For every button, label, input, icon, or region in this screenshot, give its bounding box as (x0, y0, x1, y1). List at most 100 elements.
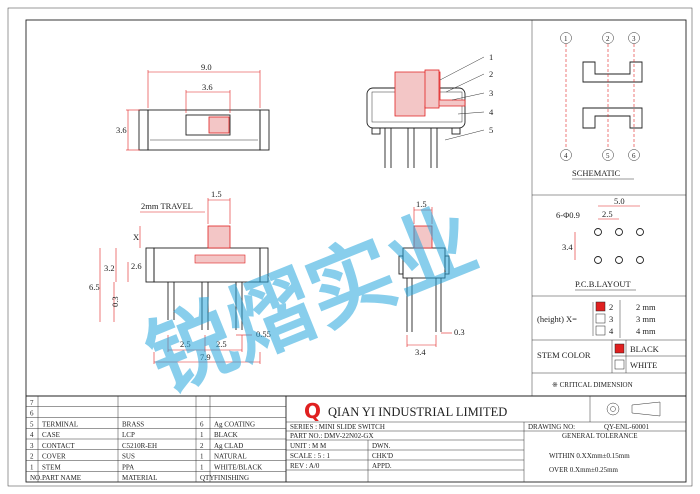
schematic-pin-6: 6 (632, 152, 636, 160)
balloon-2: 2 (489, 69, 493, 79)
bom-cell-mat: MATERIAL (122, 474, 157, 482)
height-3mm-checkbox[interactable] (595, 313, 606, 324)
stem-color: STEM COLOR BLACK WHITE (537, 340, 686, 373)
dim-0.55: 0.55 (256, 329, 271, 339)
dim-3.2: 3.2 (104, 263, 115, 273)
bom-cell-no: 3 (30, 442, 34, 450)
dim-0.3-end: 0.3 (454, 327, 465, 337)
bom-cell-qty: 6 (200, 420, 204, 428)
stem-black-label: BLACK (630, 344, 660, 354)
bom-cell-no: NO. (30, 474, 42, 482)
side-view: 1 2 3 4 5 (366, 52, 494, 168)
schematic-pin-5: 5 (606, 152, 610, 160)
bom-cell-mat: C5210R-EH (122, 442, 157, 450)
pcb-holes: 6-Φ0.9 (556, 210, 580, 220)
dim-3.6-height: 3.6 (116, 125, 127, 135)
schematic-title: SCHEMATIC (572, 168, 621, 178)
bom-cell-qty: QTY (200, 474, 214, 482)
outer-frame (7, 7, 693, 487)
bom-cell-fin: WHITE/BLACK (214, 463, 262, 471)
height-options: (height) X= 2 3 4 2 mm 3 mm 4 mm (537, 300, 656, 338)
bom-cell-no: 6 (30, 410, 34, 418)
travel-label: 2mm TRAVEL (141, 201, 193, 211)
balloon-5: 5 (489, 125, 493, 135)
dim-6.5: 6.5 (89, 282, 100, 292)
bom-cell-name: CASE (42, 431, 60, 439)
balloon-4: 4 (489, 107, 494, 117)
stem-white-label: WHITE (630, 360, 657, 370)
dim-3.6-width: 3.6 (202, 82, 213, 92)
tolerance-title: GENERAL TOLERANCE (562, 432, 638, 440)
dim-9.0: 9.0 (201, 62, 212, 72)
dim-3.4: 3.4 (415, 347, 426, 357)
schematic-pin-1: 1 (564, 35, 568, 43)
dim-2.5-left: 2.5 (180, 339, 191, 349)
series: SERIES : MINI SLIDE SWITCH (290, 423, 385, 431)
bom-cell-qty: 1 (200, 463, 204, 471)
bom-cell-fin: NATURAL (214, 453, 247, 461)
stem-color-label: STEM COLOR (537, 350, 591, 360)
bom-cell-no: 7 (30, 399, 34, 407)
part-no: PART NO.: DMV-22N02-GX (290, 432, 374, 440)
dwn: DWN. (372, 442, 391, 450)
stem-black-checkbox[interactable] (614, 343, 625, 354)
bom-cell-qty: 2 (200, 442, 204, 450)
schematic-pin-4: 4 (564, 152, 568, 160)
height-idx-3: 3 (609, 314, 613, 324)
dim-1.5-end: 1.5 (416, 199, 427, 209)
inner-frame (25, 19, 687, 483)
bom-cell-no: 4 (30, 431, 34, 439)
company-logo: Q (304, 399, 321, 423)
top-view: 9.0 3.6 3.6 (116, 62, 270, 151)
balloon-1: 1 (489, 52, 493, 62)
stem-white-checkbox[interactable] (614, 359, 625, 370)
bom-cell-no: 1 (30, 463, 34, 471)
scale: SCALE : 5 : 1 (290, 452, 331, 460)
bom-cell-mat: BRASS (122, 420, 144, 428)
pcb-layout: 5.0 2.5 6-Φ0.9 3.4 P.C.B.LAYOUT (556, 196, 644, 291)
bom-cell-mat: PPA (122, 463, 134, 471)
height-val-3: 3 mm (636, 314, 656, 324)
chkd: CHK'D (372, 452, 393, 460)
pcb-title: P.C.B.LAYOUT (575, 279, 631, 289)
bom-cell-mat: LCP (122, 431, 135, 439)
end-view: 1.5 3.4 0.3 (398, 199, 465, 357)
bom-cell-no: 2 (30, 453, 34, 461)
company-name: QIAN YI INDUSTRIAL LIMITED (328, 405, 507, 419)
rev: REV : A/0 (290, 462, 320, 470)
schematic-pin-2: 2 (606, 35, 610, 43)
balloon-3: 3 (489, 88, 493, 98)
drawing-no-label: DRAWING NO: (528, 423, 575, 431)
tolerance-2: OVER 0.Xmm±0.25mm (549, 466, 619, 474)
critical-note: ※ CRITICAL DIMENSION (552, 381, 633, 389)
height-4mm-checkbox[interactable] (595, 325, 606, 336)
dim-7.9: 7.9 (200, 352, 211, 362)
bom-cell-name: PART NAME (42, 474, 81, 482)
bom-cell-fin: Ag COATING (214, 420, 255, 428)
bom-cell-qty: 1 (200, 431, 204, 439)
dim-2.5-right: 2.5 (216, 339, 227, 349)
pcb-dim-3.4: 3.4 (562, 242, 573, 252)
drawing-no: QY-ENL-60001 (604, 423, 650, 431)
schematic-pin-3: 3 (632, 35, 636, 43)
pcb-dim-2.5: 2.5 (602, 209, 613, 219)
height-val-4: 4 mm (636, 326, 656, 336)
bom-cell-fin: FINISHING (214, 474, 249, 482)
appd: APPD. (372, 462, 392, 470)
height-2mm-checkbox[interactable] (595, 301, 606, 312)
dim-x: X (133, 232, 139, 242)
bom-cell-mat: SUS (122, 453, 135, 461)
bom-cell-name: CONTACT (42, 442, 75, 450)
height-val-2: 2 mm (636, 302, 656, 312)
bom-cell-fin: Ag CLAD (214, 442, 243, 450)
bom-cell-qty: 1 (200, 453, 204, 461)
tolerance-1: WITHIN 0.XXmm±0.15mm (549, 452, 630, 460)
bom-cell-fin: BLACK (214, 431, 238, 439)
height-idx-2: 2 (609, 302, 613, 312)
height-idx-4: 4 (609, 326, 614, 336)
watermark: 锐熠实业 (133, 189, 489, 411)
dim-1.5-top: 1.5 (211, 189, 222, 199)
pcb-dim-5.0: 5.0 (614, 196, 625, 206)
